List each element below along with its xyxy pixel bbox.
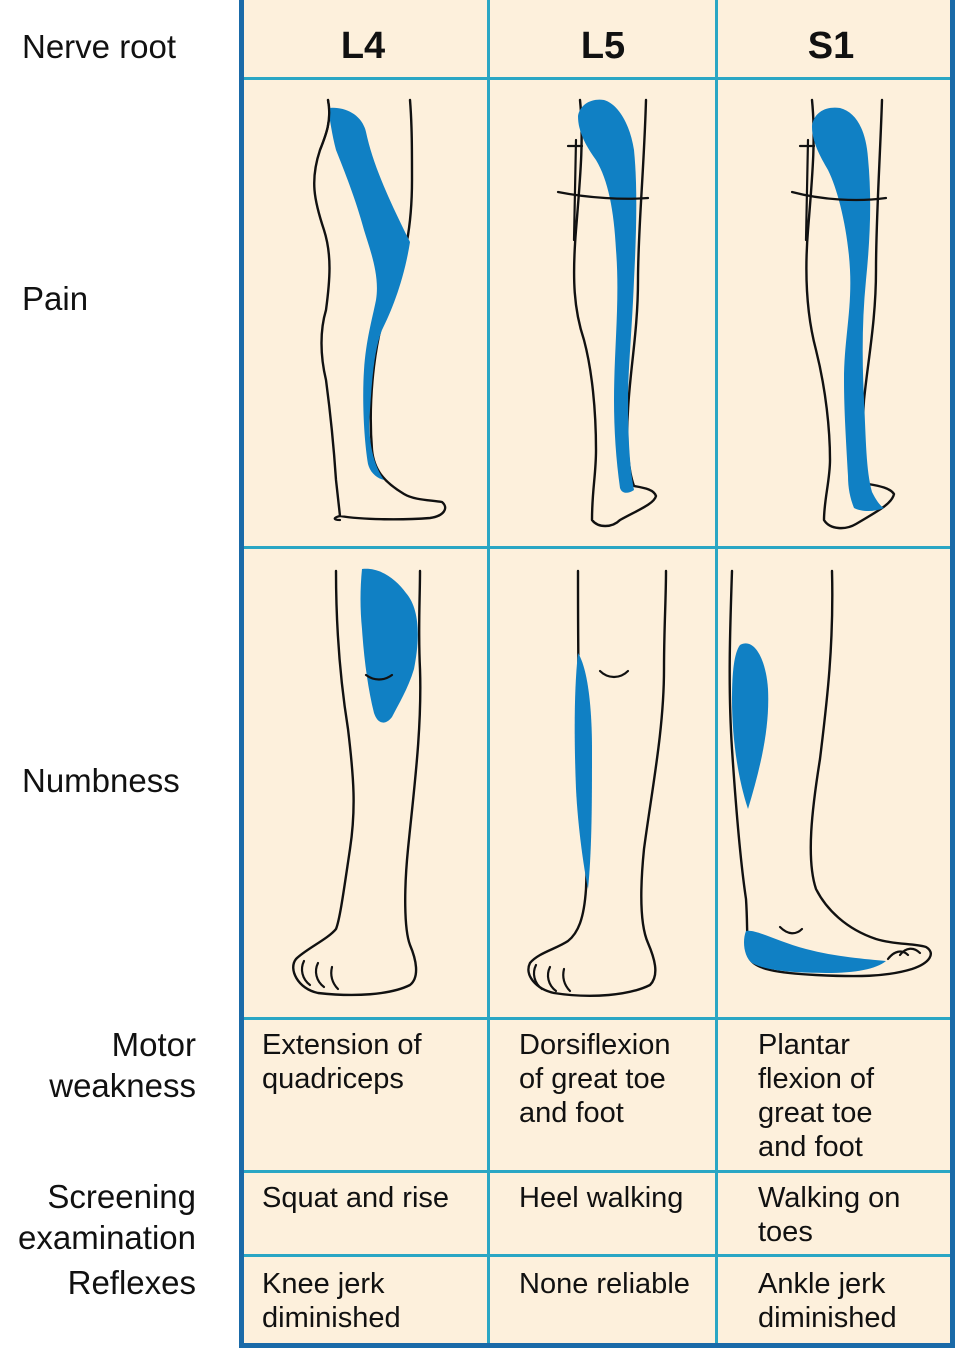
grid-line [715, 0, 718, 1343]
grid-line [487, 0, 490, 1343]
dermatome-table: L4 L5 S1 [239, 0, 955, 1348]
reflex-s1: Ankle jerk diminished [758, 1268, 897, 1334]
column-header-l5: L5 [580, 25, 626, 67]
row-label-nerve-root: Nerve root [22, 28, 177, 65]
column-header-l4: L4 [340, 25, 386, 67]
column-header-s1: S1 [807, 25, 855, 67]
motor-weakness-s1: Plantar flexion of great toe and foot [758, 1029, 875, 1163]
grid-line [244, 77, 950, 80]
grid-line [244, 1017, 950, 1020]
motor-weakness-l4: Extension of quadriceps [262, 1029, 422, 1095]
s1-numbness-leg-icon [728, 569, 932, 978]
l5-numbness-leg-icon [527, 569, 668, 998]
s1-pain-leg-icon [790, 98, 896, 530]
screening-s1: Walking on toes [758, 1182, 901, 1248]
reflex-l4: Knee jerk diminished [262, 1268, 401, 1334]
reflex-l5: None reliable [519, 1268, 690, 1300]
grid-line [244, 1170, 950, 1173]
l5-pain-leg-icon [556, 98, 658, 528]
grid-line [244, 546, 950, 549]
row-label-screening: Screening examination [18, 1178, 196, 1256]
row-label-motor-weakness: Motor weakness [49, 1026, 196, 1104]
l4-numbness-leg-icon [292, 568, 422, 997]
screening-l4: Squat and rise [262, 1182, 450, 1214]
l4-pain-leg-icon [313, 98, 447, 522]
motor-weakness-l5: Dorsiflexion of great toe and foot [519, 1029, 671, 1129]
row-label-numbness: Numbness [22, 762, 180, 799]
grid-line [244, 1254, 950, 1257]
row-label-reflexes: Reflexes [67, 1264, 196, 1301]
screening-l5: Heel walking [519, 1182, 684, 1214]
row-label-pain: Pain [22, 280, 89, 317]
